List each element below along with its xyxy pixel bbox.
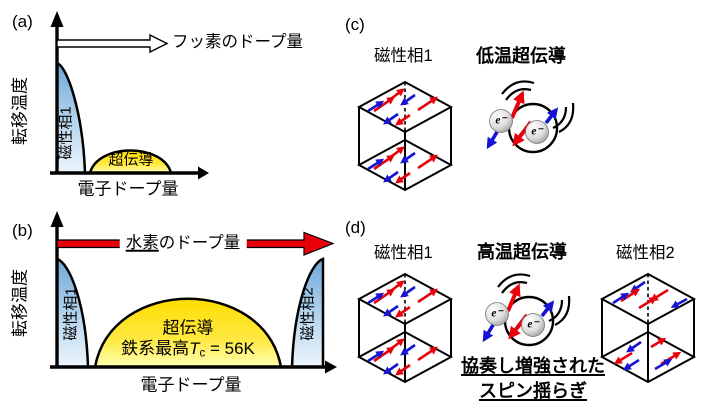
panel-b-superconducting-dome: [93, 297, 283, 369]
tc-record-label: 鉄系最高Tc = 56K: [121, 340, 255, 360]
low-temp-sc-title: 低温超伝導: [476, 46, 566, 66]
panel-a-superconducting-dome: [88, 149, 173, 175]
magnetic-phase1-label-d: 磁性相1: [374, 244, 433, 262]
y-axis-arrowhead-a: [50, 11, 64, 27]
panel-d-magnetic-phase2-cube: [601, 273, 695, 383]
tc-prefix: 鉄系最高: [121, 338, 190, 358]
panel-c-magnetic-phase1-cube: [358, 81, 452, 191]
electron-label-d1: e⁻: [491, 307, 503, 320]
fluorine-doping-label: フッ素のドープ量: [172, 33, 304, 51]
panel-d-magnetic-phase1-cube: [358, 273, 452, 383]
tc-value: = 56K: [205, 338, 255, 358]
electron-label-d2: e⁻: [527, 318, 539, 331]
magnetic-phase1-label-b: 磁性相1: [62, 287, 80, 341]
magnetic-phase2-label-b: 磁性相2: [299, 287, 317, 341]
fluorine-doping-arrow: [56, 33, 169, 54]
y-axis-title-a: 転移温度: [10, 77, 30, 145]
tc-subscript: c: [199, 347, 206, 360]
high-temp-sc-title: 高温超伝導: [477, 242, 567, 262]
y-axis-title-b: 転移温度: [10, 269, 30, 337]
spin-fluctuation-caption-line2: スピン揺らぎ: [479, 381, 587, 401]
superconductivity-label-b: 超伝導: [162, 318, 214, 338]
hydrogen-word: 水素: [125, 233, 159, 252]
x-axis-arrowhead-b: [325, 360, 337, 374]
electron-label-c2: e⁻: [531, 125, 543, 138]
panel-a-diagram: [50, 11, 209, 180]
magnetic-phase1-label-a: 磁性相1: [57, 106, 75, 160]
magnetic-phase1-label-c: 磁性相1: [374, 47, 433, 65]
superconductivity-label-a: 超伝導: [108, 151, 154, 169]
spin-fluctuation-caption-line1: 協奏し増強された: [461, 356, 605, 376]
electron-label-c1: e⁻: [495, 114, 507, 127]
tc-symbol: T: [189, 338, 200, 358]
panel-c-label: (c): [345, 15, 365, 34]
panel-b-magnetic-phase2-region: [290, 257, 325, 369]
magnetic-phase2-label-d: 磁性相2: [616, 244, 675, 262]
panel-d-label: (d): [345, 218, 366, 237]
y-axis-arrowhead-b: [50, 211, 64, 227]
panel-a-label: (a): [12, 12, 33, 31]
panel-a-axes: [50, 11, 209, 180]
x-axis-arrowhead-a: [198, 166, 209, 180]
hydrogen-doping-label: 水素のドープ量: [119, 233, 247, 252]
panel-b-label: (b): [12, 221, 33, 240]
x-axis-title-a: 電子ドープ量: [77, 179, 179, 199]
doping-rest: のドープ量: [158, 233, 241, 252]
x-axis-title-b: 電子ドープ量: [140, 375, 242, 395]
